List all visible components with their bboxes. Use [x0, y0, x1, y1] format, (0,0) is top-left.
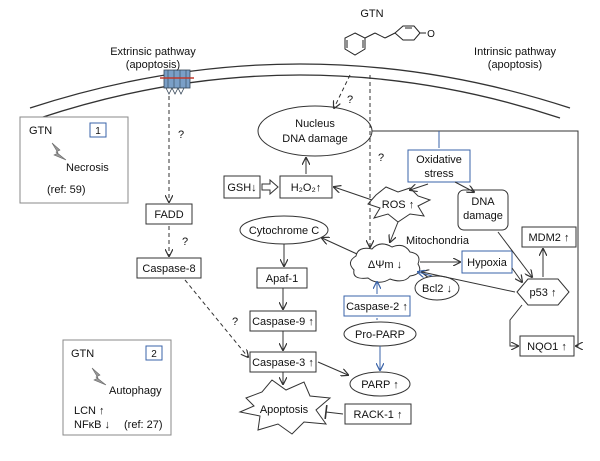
- edge-ros-deltapsi: [390, 221, 399, 242]
- extrinsic-pathway-label: Extrinsic pathway: [110, 46, 196, 58]
- apaf1-label: Apaf-1: [266, 273, 298, 285]
- edge-caspase8-caspase3: [184, 279, 248, 357]
- question-mark-extrinsic-2: ?: [182, 236, 188, 248]
- oxidative-stress-label: Oxidative: [416, 154, 462, 166]
- necrosis-effect-label: Necrosis: [66, 162, 109, 174]
- apaf1-node: [256, 267, 308, 289]
- apoptosis-node: [238, 379, 332, 435]
- gsh-h2o2-arrow: [261, 178, 279, 196]
- hypoxia-node: [461, 250, 513, 274]
- necrosis-badge: 1: [95, 126, 101, 137]
- molecule-oxygen-label: O: [427, 29, 435, 40]
- autophagy-effect-label: Autophagy: [109, 385, 162, 397]
- p53-node: [516, 278, 570, 306]
- nucleus-node: [257, 105, 373, 157]
- intrinsic-pathway-label: Intrinsic pathway: [474, 46, 556, 58]
- mitochondria-label: Mitochondria: [406, 235, 470, 247]
- dna-damage-node: [457, 189, 509, 231]
- bcl2-node: [414, 275, 460, 301]
- autophagy-panel: [62, 339, 172, 436]
- caspase9-label: Caspase-9 ↑: [252, 316, 314, 328]
- necrosis-drug-label: GTN: [29, 125, 52, 137]
- delta-psi-label: ΔΨm ↓: [368, 259, 402, 271]
- dna-damage-label: DNA: [471, 196, 495, 208]
- edge-dna-p53: [497, 231, 532, 277]
- edge-deltapsi-cytc: [322, 238, 358, 255]
- edge-caspase3-parp: [317, 361, 348, 375]
- edge-rack1-apoptosis: [324, 404, 344, 420]
- dna-damage-sublabel: damage: [463, 210, 503, 222]
- autophagy-marker-lcn: LCN ↑: [74, 405, 105, 417]
- blue-edges: [377, 131, 440, 370]
- autophagy-badge: 2: [151, 349, 157, 360]
- edge-p53-nqo1: [509, 304, 523, 346]
- edges: [169, 74, 578, 420]
- extrinsic-pathway-sublabel: (apoptosis): [126, 59, 180, 71]
- ros-node: [367, 186, 432, 223]
- oxidative-stress-sublabel: stress: [424, 168, 454, 180]
- caspase2-node: [343, 295, 411, 317]
- gtn-title: GTN: [360, 8, 383, 20]
- ros-label: ROS ↑: [382, 199, 414, 211]
- necrosis-ref: (ref: 59): [47, 184, 86, 196]
- p53-label: p53 ↑: [530, 287, 557, 299]
- edge-hypoxia-p53: [511, 267, 522, 282]
- oxidative-stress-node: [407, 149, 471, 183]
- question-mark-extrinsic-1: ?: [178, 129, 184, 141]
- gsh-label: GSH↓: [227, 182, 256, 194]
- question-mark-gtn-mito: ?: [378, 152, 384, 164]
- rack1-node: [344, 403, 412, 425]
- edge-oxstress-ros: [410, 183, 429, 190]
- autophagy-marker-nfkb: NFκB ↓: [74, 419, 110, 431]
- cell-membrane: [29, 63, 571, 119]
- gsh-node: [223, 175, 261, 199]
- bcl2-label: Bcl2 ↓: [422, 283, 452, 295]
- edge-oxstress-dna: [454, 181, 474, 192]
- lightning-icon: [51, 142, 67, 161]
- nucleus-sublabel: DNA damage: [282, 133, 347, 145]
- lightning-icon: [91, 367, 107, 386]
- hypoxia-label: Hypoxia: [467, 257, 508, 269]
- nqo1-node: [519, 335, 575, 357]
- autophagy-ref: (ref: 27): [124, 419, 163, 431]
- mdm2-label: MDM2 ↑: [529, 232, 570, 244]
- apoptosis-label: Apoptosis: [260, 404, 309, 416]
- fadd-node: [145, 203, 193, 225]
- nqo1-label: NQO1 ↑: [527, 341, 567, 353]
- caspase3-label: Caspase-3 ↑: [252, 357, 314, 369]
- parp-label: PARP ↑: [361, 379, 399, 391]
- cytochrome-c-label: Cytochrome C: [249, 225, 319, 237]
- question-mark-gtn-nucleus: ?: [347, 94, 353, 106]
- h2o2-label: H₂O₂↑: [291, 182, 322, 194]
- gtn-molecule-structure: [344, 25, 426, 56]
- edge-p53-deltapsi: [422, 272, 516, 293]
- question-mark-extrinsic-3: ?: [232, 316, 238, 328]
- rack1-label: RACK-1 ↑: [354, 409, 403, 421]
- mdm2-node: [521, 226, 577, 248]
- fadd-label: FADD: [154, 209, 183, 221]
- edge-ros-h2o2: [334, 187, 373, 201]
- caspase8-node: [136, 257, 202, 279]
- intrinsic-pathway-sublabel: (apoptosis): [488, 59, 542, 71]
- autophagy-drug-label: GTN: [71, 348, 94, 360]
- edge-bcl2-deltapsi: [418, 272, 433, 276]
- caspase2-label: Caspase-2 ↑: [346, 301, 408, 313]
- caspase8-label: Caspase-8: [142, 263, 195, 275]
- necrosis-panel: [19, 116, 129, 204]
- parp-node: [349, 371, 411, 397]
- edge-gtn-nucleus: [334, 74, 351, 108]
- pro-parp-label: Pro-PARP: [355, 329, 405, 341]
- nucleus-label: Nucleus: [295, 118, 335, 130]
- receptor-icon: [160, 69, 194, 95]
